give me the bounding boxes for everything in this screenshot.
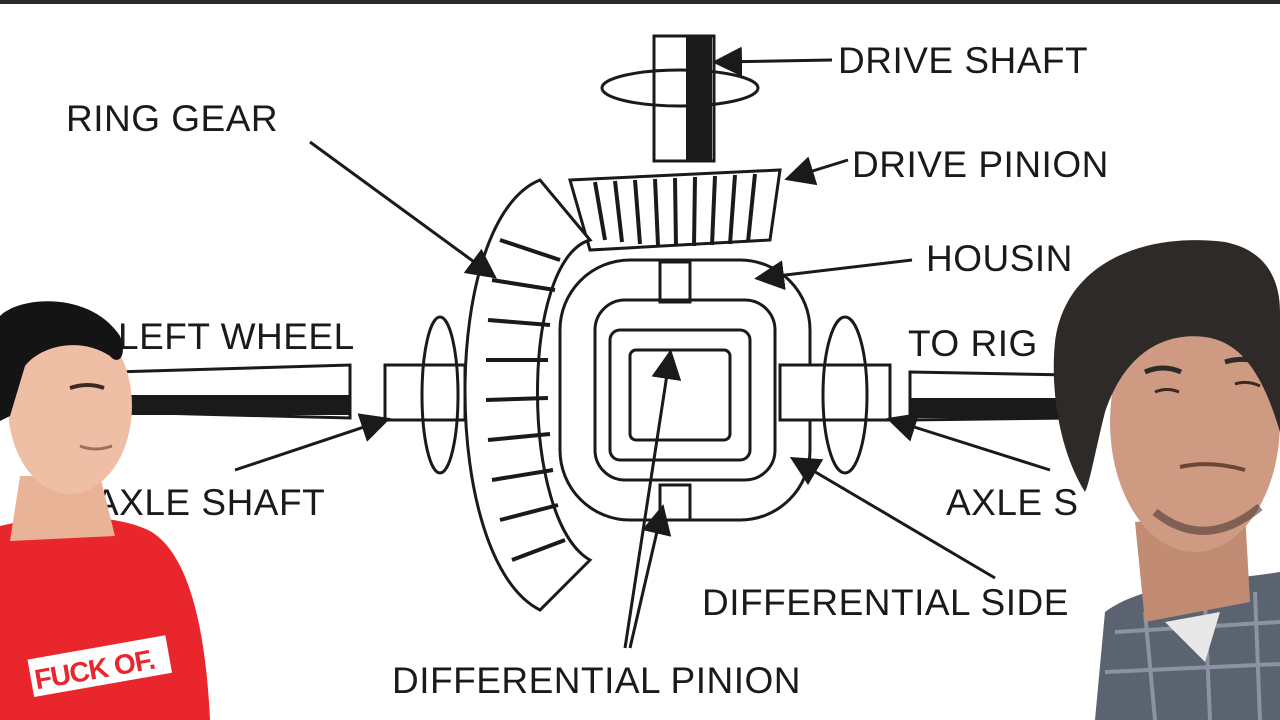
- drive-shaft-rotation: [600, 68, 760, 108]
- left-person: FUCK OF.: [0, 296, 215, 720]
- label-ring-gear: RING GEAR: [66, 98, 279, 139]
- label-differential-pinion: DIFFERENTIAL PINION: [392, 660, 802, 701]
- label-housing: HOUSIN: [926, 238, 1073, 279]
- drive-pinion-teeth: [593, 173, 757, 247]
- label-axle-shaft-left: AXLE SHAFT: [94, 482, 326, 523]
- label-axle-shaft-right: AXLE S: [946, 482, 1079, 523]
- label-drive-shaft: DRIVE SHAFT: [838, 40, 1089, 81]
- right-axle-rotation: [821, 315, 869, 475]
- leader-lines: [234, 46, 1051, 649]
- ring-gear-shape: [463, 178, 593, 612]
- differential-side-gear: [608, 328, 752, 462]
- right-person-illustration: [1053, 240, 1280, 720]
- label-differential-side: DIFFERENTIAL SIDE: [702, 582, 1069, 623]
- label-to-right: TO RIG: [908, 323, 1038, 364]
- right-person: [1045, 232, 1280, 720]
- right-axle-shaft: [778, 363, 892, 422]
- label-left-wheel: LEFT WHEEL: [118, 316, 355, 357]
- ring-gear-teeth: [485, 238, 566, 562]
- top-border: [0, 0, 1280, 4]
- left-person-illustration: [0, 301, 210, 720]
- left-axle-rotation: [420, 315, 460, 475]
- differential-pinion-post: [658, 260, 692, 304]
- label-drive-pinion: DRIVE PINION: [852, 144, 1109, 185]
